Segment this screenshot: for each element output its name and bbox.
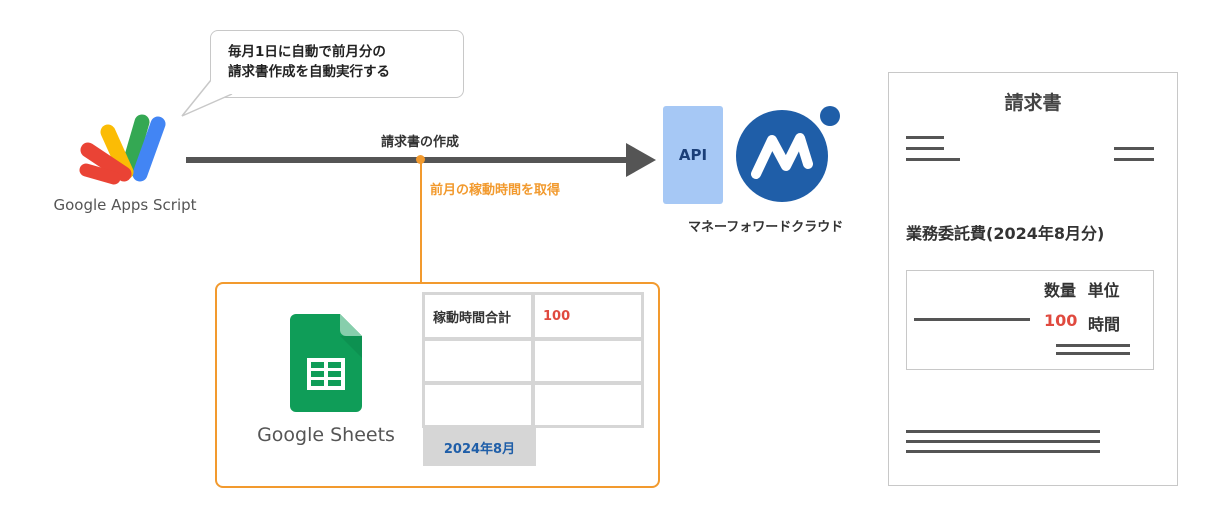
fetch-label: 前月の稼動時間を取得 bbox=[430, 183, 561, 198]
bubble-line-2: 請求書作成を自動実行する bbox=[228, 64, 390, 80]
placeholder-line bbox=[1056, 352, 1130, 355]
placeholder-line bbox=[914, 318, 1030, 321]
arrow-label: 請求書の作成 bbox=[380, 135, 459, 150]
placeholder-line bbox=[906, 440, 1100, 443]
google-sheets-icon bbox=[290, 314, 362, 412]
cell-empty bbox=[535, 341, 641, 381]
invoice-item-label: 業務委託費(2024年8月分) bbox=[906, 224, 1105, 243]
cell-empty bbox=[535, 385, 641, 425]
placeholder-line bbox=[1114, 158, 1154, 161]
cell-total-label: 稼動時間合計 bbox=[425, 295, 531, 337]
unit-header: 単位 bbox=[1087, 281, 1120, 300]
speech-bubble bbox=[210, 30, 464, 98]
cell-empty bbox=[425, 341, 531, 381]
api-box: API bbox=[663, 106, 723, 204]
sheets-label: Google Sheets bbox=[257, 424, 395, 446]
fetch-connector-dot bbox=[416, 155, 425, 164]
arrow-line bbox=[186, 157, 626, 163]
speech-bubble-tail bbox=[181, 80, 240, 117]
fetch-connector-line bbox=[420, 163, 422, 283]
moneyforward-logo-icon bbox=[736, 106, 840, 202]
bubble-line-1: 毎月1日に自動で前月分の bbox=[228, 44, 386, 60]
placeholder-line bbox=[906, 147, 944, 150]
cell-empty bbox=[425, 385, 531, 425]
moneyforward-label: マネーフォワードクラウド bbox=[688, 220, 844, 235]
speech-bubble-text: 毎月1日に自動で前月分の 請求書作成を自動実行する bbox=[228, 42, 458, 82]
invoice-table-header: 数量 単位 bbox=[1044, 277, 1120, 301]
placeholder-line bbox=[906, 158, 960, 161]
placeholder-line bbox=[906, 430, 1100, 433]
invoice-title: 請求書 bbox=[1004, 92, 1062, 114]
gas-label: Google Apps Script bbox=[53, 196, 197, 214]
qty-header: 数量 bbox=[1044, 281, 1077, 300]
google-apps-script-icon bbox=[79, 114, 166, 185]
placeholder-line bbox=[906, 450, 1100, 453]
placeholder-line bbox=[1056, 344, 1130, 347]
sheet-tab-month: 2024年8月 bbox=[423, 428, 536, 466]
invoice-unit-value: 時間 bbox=[1088, 315, 1121, 334]
placeholder-line bbox=[906, 136, 944, 139]
placeholder-line bbox=[1114, 147, 1154, 150]
arrow-head-icon bbox=[626, 143, 656, 177]
cell-total-value: 100 bbox=[535, 295, 641, 337]
invoice-qty-value: 100 bbox=[1044, 311, 1078, 330]
